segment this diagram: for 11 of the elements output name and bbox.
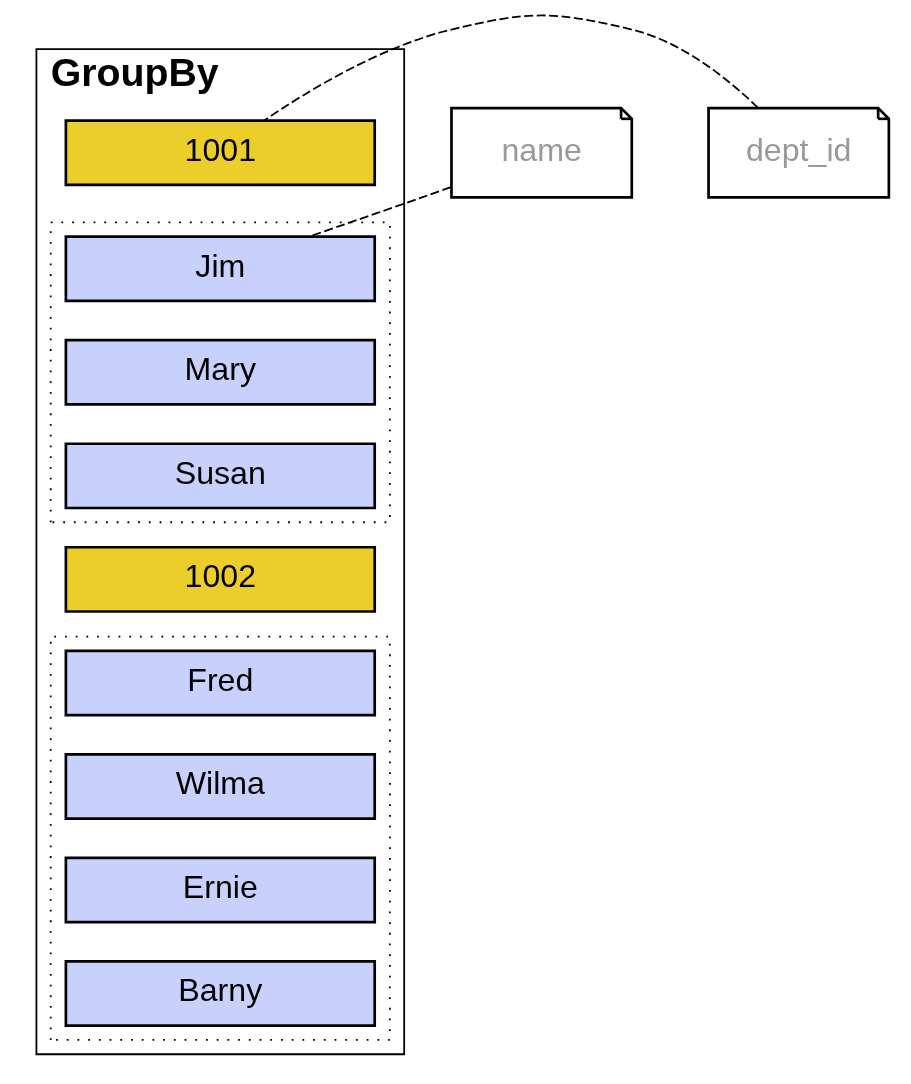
node-box: 1002	[64, 545, 377, 613]
node-box: Fred	[64, 649, 377, 717]
node-box: Ernie	[64, 856, 377, 924]
node-box: Jim	[64, 235, 377, 303]
node-box: Barny	[64, 960, 377, 1028]
node-box: 1001	[64, 119, 377, 187]
cluster	[49, 221, 391, 524]
node-box: Mary	[64, 338, 377, 406]
node-box: Susan	[64, 442, 377, 510]
cluster	[49, 635, 391, 1041]
node-box: Wilma	[64, 753, 377, 820]
